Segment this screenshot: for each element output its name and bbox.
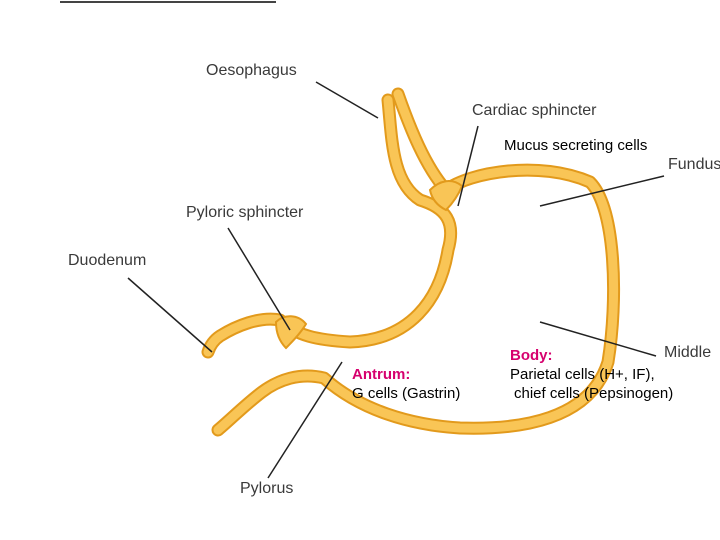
annotation-antrum: Antrum: G cells (Gastrin) — [352, 365, 460, 403]
leader-duodenum — [127, 277, 213, 353]
annotation-mucus-text: Mucus secreting cells — [504, 137, 648, 154]
annotation-antrum-line1: G cells (Gastrin) — [352, 385, 461, 402]
leader-fundus — [539, 175, 665, 207]
annotation-antrum-title: Antrum: — [352, 366, 411, 383]
annotation-body-line2: chief cells (Pepsinogen) — [514, 385, 674, 402]
leader-pylorus — [267, 361, 343, 479]
label-middle: Middle — [664, 344, 712, 361]
leader-middle — [539, 321, 657, 357]
label-pyloric-sphincter: Pyloric sphincter — [186, 204, 304, 221]
leader-cardiac-sphincter — [457, 125, 479, 207]
annotation-body: Body: Parietal cells (H+, IF), chief cel… — [510, 346, 673, 403]
inner-wall — [203, 95, 456, 357]
label-duodenum: Duodenum — [68, 252, 147, 269]
outer-wall — [213, 89, 619, 435]
annotation-body-title: Body: — [510, 347, 553, 364]
label-pylorus: Pylorus — [240, 480, 294, 497]
label-oesophagus: Oesophagus — [206, 62, 297, 79]
cardiac-sphincter-muscle — [428, 180, 464, 212]
annotation-mucus: Mucus secreting cells — [504, 136, 647, 155]
leader-pyloric-sphincter — [227, 227, 291, 331]
leader-oesophagus — [315, 81, 379, 119]
label-fundus: Fundus — [668, 156, 720, 173]
annotation-body-line1: Parietal cells (H+, IF), — [510, 366, 655, 383]
pyloric-sphincter-muscle — [274, 315, 308, 350]
label-cardiac-sphincter: Cardiac sphincter — [472, 102, 597, 119]
